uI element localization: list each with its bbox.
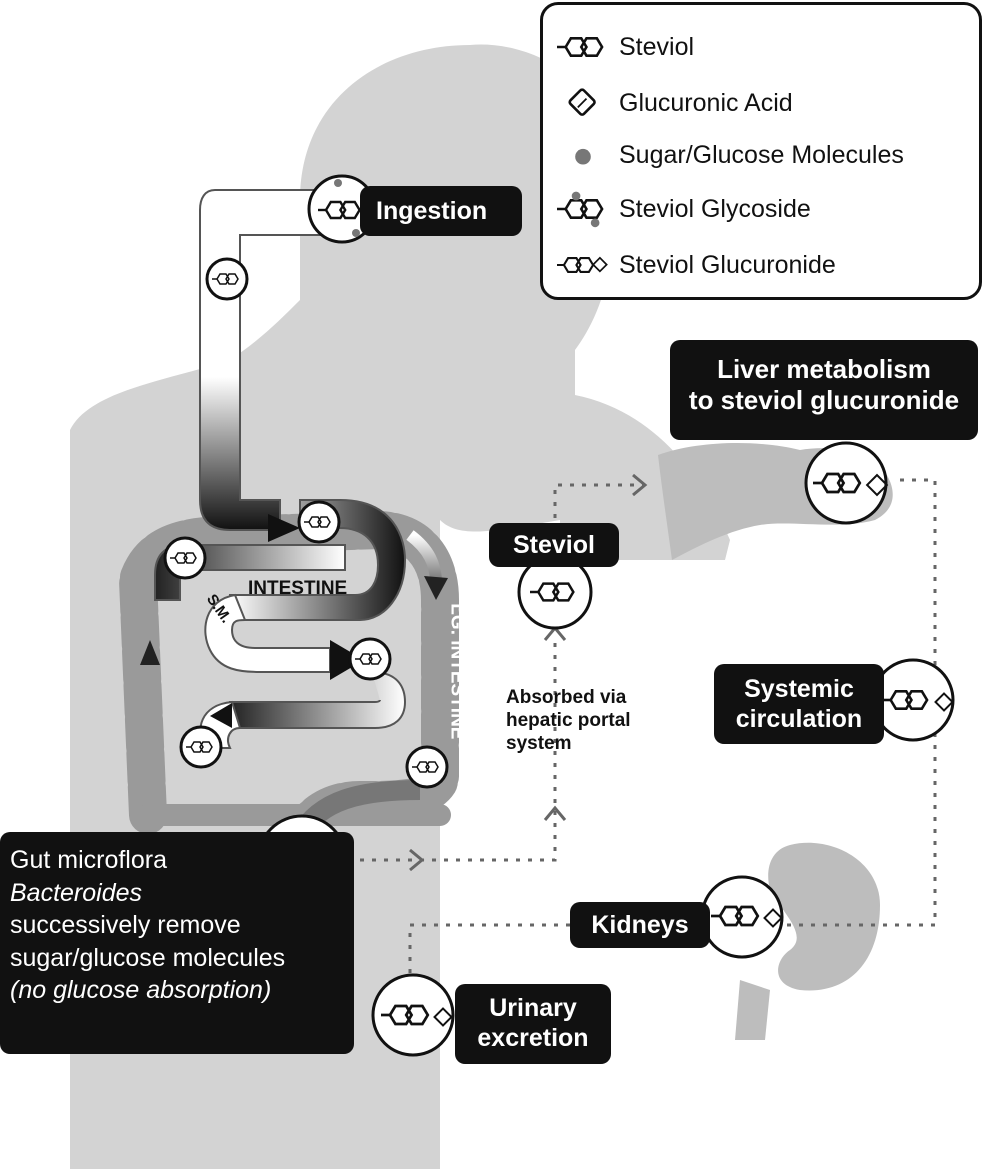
legend-label: Steviol	[619, 32, 695, 61]
legend-box: Steviol Glucuronic Acid Sugar/Glucose Mo…	[540, 2, 982, 300]
legend-label: Steviol Glucuronide	[619, 250, 836, 279]
liver-label: Liver metabolism to steviol glucuronide	[670, 340, 978, 440]
systemic-text-line1: Systemic	[744, 675, 854, 703]
kidneys-label: Kidneys	[570, 902, 710, 948]
absorbed-text-line1: Absorbed via	[506, 687, 627, 708]
urinary-text-line1: Urinary	[489, 994, 577, 1022]
steviol-text: Steviol	[513, 531, 595, 559]
liver-text-line1: Liver metabolism	[717, 354, 931, 384]
gut-text-line3: successively remove	[10, 911, 241, 939]
absorbed-label: Absorbed via hepatic portal system	[506, 686, 631, 756]
steviol-glucuronide-icon	[557, 256, 608, 285]
ingestion-text: Ingestion	[376, 197, 488, 225]
steviol-glycoside-icon	[557, 191, 609, 228]
legend-label: Sugar/Glucose Molecules	[619, 140, 904, 169]
gut-microflora-label: Gut microflora Bacteroides successively …	[0, 832, 354, 1054]
legend-item-steviol: Steviol	[557, 27, 694, 67]
lg-intestine-label: LG. INTESTINE	[445, 603, 468, 740]
glucose-dot-icon	[575, 148, 591, 165]
urinary-excretion-label: Urinary excretion	[455, 984, 611, 1064]
systemic-circulation-label: Systemic circulation	[714, 664, 884, 744]
urinary-text-line2: excretion	[477, 1024, 589, 1052]
legend-item-glycoside: Steviol Glycoside	[557, 189, 811, 229]
legend-label: Steviol Glycoside	[619, 194, 811, 223]
gut-text-line4: sugar/glucose molecules	[10, 943, 286, 972]
kidney-shape	[768, 842, 880, 991]
ureter-shape	[735, 980, 770, 1040]
steviol-icon	[557, 27, 609, 67]
liver-text-line2: to steviol glucuronide	[688, 385, 960, 416]
glucuronic-acid-icon	[568, 88, 596, 116]
sm-intestine-label: INTESTINE	[248, 578, 347, 601]
systemic-text-line2: circulation	[735, 705, 863, 733]
legend-item-glucuronide: Steviol Glucuronide	[557, 245, 836, 285]
legend-item-glucuronic-acid: Glucuronic Acid	[557, 83, 793, 123]
lg-intestine-text: LG. INTESTINE	[446, 603, 468, 740]
ingestion-label: Ingestion	[360, 186, 522, 236]
kidneys-text: Kidneys	[591, 911, 689, 939]
legend-item-sugar: Sugar/Glucose Molecules	[557, 135, 904, 175]
absorbed-text-line3: system	[506, 733, 572, 755]
legend-label: Glucuronic Acid	[619, 88, 793, 117]
gut-text-line2: Bacteroides	[10, 878, 143, 907]
gut-text-line1: Gut microflora	[10, 846, 167, 874]
gut-text-line5: (no glucose absorption)	[10, 976, 272, 1004]
steviol-label: Steviol	[489, 523, 619, 567]
sm-intestine-text: INTESTINE	[248, 578, 348, 599]
dotted-pathways	[348, 478, 937, 975]
absorbed-text-line2: hepatic portal	[506, 710, 631, 732]
